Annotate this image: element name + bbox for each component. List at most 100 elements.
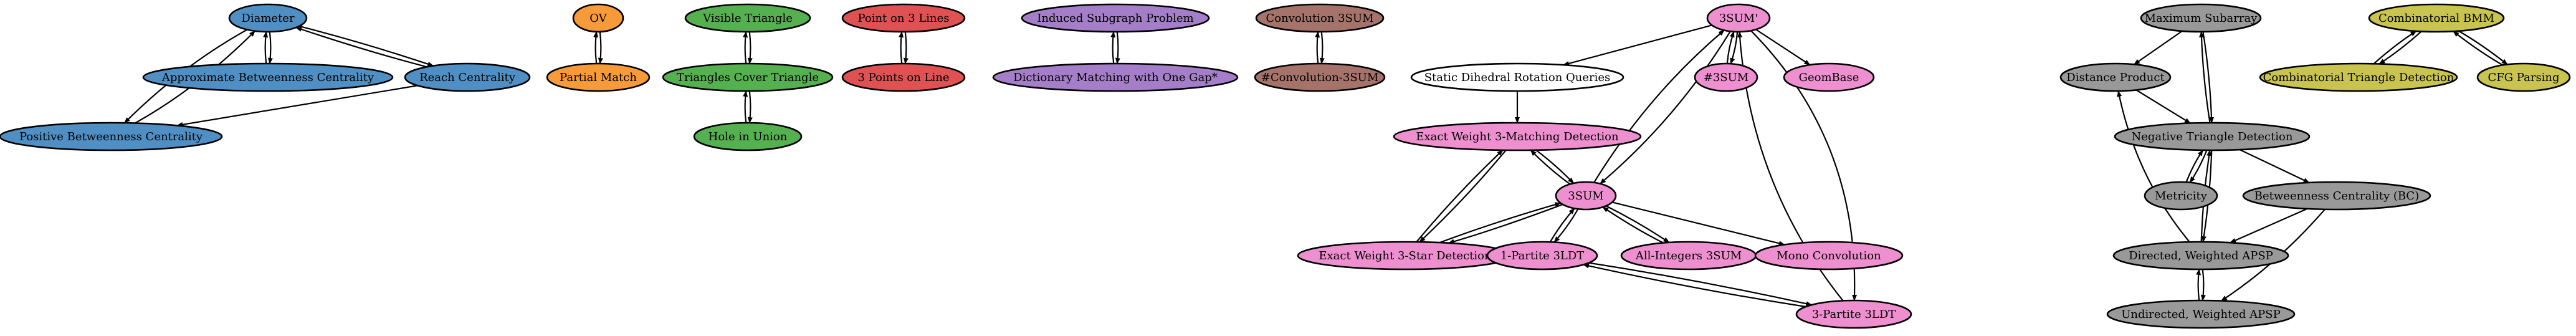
node-shape	[841, 62, 966, 92]
node-label: OV	[589, 12, 607, 25]
node-shape	[2114, 122, 2311, 151]
edge-point3-to-three_pts	[903, 31, 909, 65]
node-sharpconv: #Convolution-3SUM	[1254, 62, 1386, 92]
node-label: Hole in Union	[708, 130, 788, 143]
node-shape	[228, 3, 308, 33]
edge-arrow	[2373, 31, 2417, 65]
edge-reach-to-diameter	[295, 27, 427, 68]
node-label: #Convolution-3SUM	[1261, 71, 1379, 84]
edge-exact3match-to-exact3star	[1419, 150, 1507, 243]
node-label: 3 Points on Line	[857, 71, 949, 84]
edge-comb_bmm-to-comb_tri	[2378, 31, 2422, 65]
edge-arrow	[598, 31, 603, 65]
edge-threesum_p-to-geombase	[1755, 29, 1811, 65]
edge-threesum-to-p1_3ldt	[1553, 208, 1579, 243]
node-comb-tri: Combinatorial Triangle Detection	[2259, 62, 2458, 92]
edge-bc-to-dir_apsp	[2230, 208, 2308, 244]
edge-dir_apsp-to-undir_apsp	[2200, 269, 2206, 301]
node-ov: OV	[572, 3, 624, 33]
node-induced: Induced Subgraph Problem	[1021, 3, 1210, 33]
node-shape	[2476, 62, 2571, 92]
node-shape	[1706, 3, 1771, 33]
edge-arrow	[1755, 29, 1811, 65]
edge-arrow	[1600, 31, 1731, 185]
node-undir-apsp: Undirected, Weighted APSP	[2106, 299, 2296, 329]
edge-allint-to-threesum	[1602, 206, 1664, 244]
edge-arrow	[747, 31, 753, 64]
node-distprod: Distance Product	[2059, 62, 2172, 92]
edge-p1_3ldt-to-p3_3ldt	[1588, 262, 1813, 307]
node-label: GeomBase	[1799, 71, 1859, 84]
node-static-dih: Static Dihedral Rotation Queries	[1410, 62, 1624, 92]
edge-arrow	[2198, 31, 2211, 123]
edge-arrow	[2458, 30, 2508, 65]
node-shape	[2106, 299, 2296, 329]
edge-arrow	[1319, 31, 1325, 65]
node-negtri: Negative Triangle Detection	[2114, 122, 2311, 151]
edge-maxsub-to-distprod	[2134, 30, 2183, 65]
node-label: Metricity	[2155, 190, 2208, 203]
node-pos-bc: Positive Betweenness Centrality	[0, 122, 223, 151]
node-three-pts: 3 Points on Line	[841, 62, 966, 92]
node-label: Diameter	[241, 12, 295, 25]
edge-arrow	[899, 31, 904, 64]
edge-arrow	[2200, 269, 2206, 301]
edge-arrow	[2134, 30, 2183, 65]
node-label: Approximate Betweenness Centrality	[161, 71, 374, 84]
edge-three_pts-to-point3	[899, 31, 904, 64]
edge-threesum-to-allint	[1605, 205, 1670, 243]
edge-arrow	[2453, 31, 2503, 66]
edge-dir_apsp-to-distprod	[2117, 90, 2190, 242]
edge-arrow	[1535, 149, 1575, 184]
edge-arrow	[295, 27, 427, 68]
node-dir-apsp: Directed, Weighted APSP	[2112, 241, 2289, 271]
edge-tri_cover-to-hole	[747, 90, 753, 124]
edge-arrow	[2196, 269, 2202, 301]
edge-arrow	[1730, 31, 1739, 65]
node-shape	[1255, 3, 1385, 33]
edge-threesum-to-threesum_p	[1593, 29, 1725, 183]
edge-arrow	[2135, 89, 2191, 124]
node-shape	[992, 62, 1239, 92]
edge-arrow	[2202, 31, 2215, 123]
node-shape	[684, 3, 811, 33]
node-visible-tri: Visible Triangle	[684, 3, 811, 33]
node-label: Dictionary Matching with One Gap*	[1013, 71, 1218, 84]
edge-arrow	[1419, 150, 1507, 243]
edge-cfg-to-comb_bmm	[2453, 31, 2503, 66]
edge-sharpconv-to-conv3sum	[1315, 31, 1320, 64]
edge-undir_apsp-to-dir_apsp	[2196, 269, 2202, 301]
node-conv3sum: Convolution 3SUM	[1255, 3, 1385, 33]
edge-arrow	[743, 90, 748, 123]
edge-arrow	[267, 31, 273, 64]
edge-arrow	[263, 31, 269, 64]
edge-arrow	[1549, 208, 1575, 242]
edge-arrow	[298, 25, 434, 67]
edge-negtri-to-maxsub	[2198, 31, 2211, 123]
node-sharp3sum: #3SUM	[1694, 62, 1758, 92]
node-label: Triangles Cover Triangle	[677, 71, 819, 84]
edge-approx_bc-to-diameter	[263, 31, 269, 64]
edge-arrow	[1726, 31, 1735, 64]
node-shape	[841, 3, 966, 33]
node-label: Combinatorial Triangle Detection	[2263, 71, 2454, 84]
edge-diameter-to-approx_bc	[267, 31, 273, 64]
node-shape	[546, 62, 651, 92]
node-point3: Point on 3 Lines	[841, 3, 966, 33]
node-threesum: 3SUM	[1555, 181, 1617, 211]
edge-diameter-to-reach	[298, 25, 434, 67]
edge-arrow	[747, 90, 753, 124]
node-label: Betweenness Centrality (BC)	[2254, 190, 2419, 203]
edge-arrow	[1588, 262, 1813, 307]
edge-arrow	[2117, 90, 2190, 242]
edge-negtri-to-bc	[2239, 149, 2310, 183]
node-label: #3SUM	[1704, 71, 1748, 84]
node-threesum-p: 3SUM'	[1706, 3, 1771, 33]
node-exact3match: Exact Weight 3-Matching Detection	[1393, 122, 1642, 151]
node-geombase: GeomBase	[1783, 62, 1875, 92]
edge-sharp3sum-to-threesum_p	[1726, 31, 1735, 64]
node-label: Static Dihedral Rotation Queries	[1424, 71, 1611, 84]
node-label: Combinatorial BMM	[2378, 12, 2494, 25]
edge-arrow	[1439, 202, 1562, 244]
